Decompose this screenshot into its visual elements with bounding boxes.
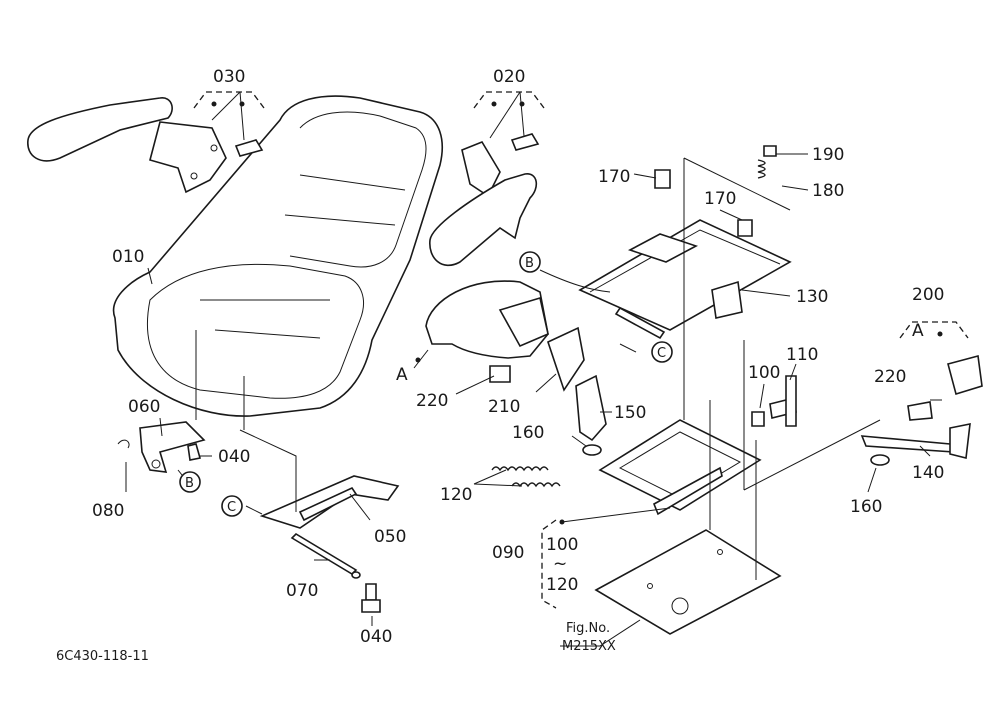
label-160a: 160 — [512, 423, 544, 443]
bracket-140-drawing — [860, 422, 971, 459]
bumper-160b-drawing — [870, 454, 890, 466]
label-030: 030 — [213, 67, 245, 87]
spring-180-drawing — [757, 145, 777, 179]
bumper-170b-drawing — [737, 219, 753, 237]
label-190: 190 — [812, 145, 844, 165]
label-110: 110 — [786, 345, 818, 365]
label-160b: 160 — [850, 497, 882, 517]
label-150: 150 — [614, 403, 646, 423]
marker-dots — [211, 101, 943, 525]
belt-anchor-150-drawing — [575, 374, 607, 442]
seat-belt-retractor-drawing — [425, 280, 585, 392]
label-010: 010 — [112, 247, 144, 267]
dashed-brackets — [193, 91, 969, 609]
armrest-right-drawing — [429, 133, 540, 267]
armrest-left-drawing — [27, 97, 264, 194]
bolt-040b-drawing — [361, 583, 381, 613]
label-080: 080 — [92, 501, 124, 521]
label-020: 020 — [493, 67, 525, 87]
label-100b: 100 — [546, 535, 578, 555]
ref-letter-B1: B — [185, 476, 194, 491]
label-170b: 170 — [704, 189, 736, 209]
bolt-100-drawing — [751, 411, 765, 427]
label-180: 180 — [812, 181, 844, 201]
ref-letter-B2: B — [525, 256, 534, 271]
label-220a: 220 — [416, 391, 448, 411]
label-100a: 100 — [748, 363, 780, 383]
ref-letter-C2: C — [657, 346, 666, 361]
label-140: 140 — [912, 463, 944, 483]
label-figure-code: 6C430-118-11 — [56, 649, 149, 664]
seat-rail-130-drawing — [578, 219, 792, 340]
label-210: 210 — [488, 397, 520, 417]
pin-110-drawing — [769, 375, 797, 427]
label-040b: 040 — [360, 627, 392, 647]
label-A2: A — [912, 321, 924, 341]
label-120a: 120 — [440, 485, 472, 505]
label-170a: 170 — [598, 167, 630, 187]
label-040a: 040 — [218, 447, 250, 467]
label-fig-no: Fig.No. — [566, 621, 610, 636]
label-090: 090 — [492, 543, 524, 563]
label-120b: 120 — [546, 575, 578, 595]
ref-circle-B2 — [519, 251, 541, 273]
label-220b: 220 — [874, 367, 906, 387]
leader-lines — [125, 91, 942, 647]
label-A1: A — [396, 365, 408, 385]
suspension-base-drawing — [598, 419, 762, 516]
base-plate-drawing — [594, 529, 782, 635]
label-070: 070 — [286, 581, 318, 601]
slide-rail-050-drawing — [259, 475, 400, 529]
ref-circle-C2 — [651, 341, 673, 363]
ref-circle-B1 — [179, 471, 201, 493]
label-fig-number: M215XX — [562, 639, 616, 654]
ref-letter-C1: C — [227, 500, 236, 515]
bumper-170a-drawing — [654, 169, 671, 189]
bracket-060-drawing — [117, 421, 206, 473]
seat-belt-buckle-200-drawing — [907, 354, 983, 421]
label-050: 050 — [374, 527, 406, 547]
bumper-160a-drawing — [582, 444, 602, 456]
label-tilde: ~ — [553, 554, 567, 574]
ref-circle-C1 — [221, 495, 243, 517]
label-060: 060 — [128, 397, 160, 417]
label-200: 200 — [912, 285, 944, 305]
rod-070-drawing — [290, 532, 361, 579]
label-130: 130 — [796, 287, 828, 307]
springs-120-drawing — [491, 466, 561, 488]
